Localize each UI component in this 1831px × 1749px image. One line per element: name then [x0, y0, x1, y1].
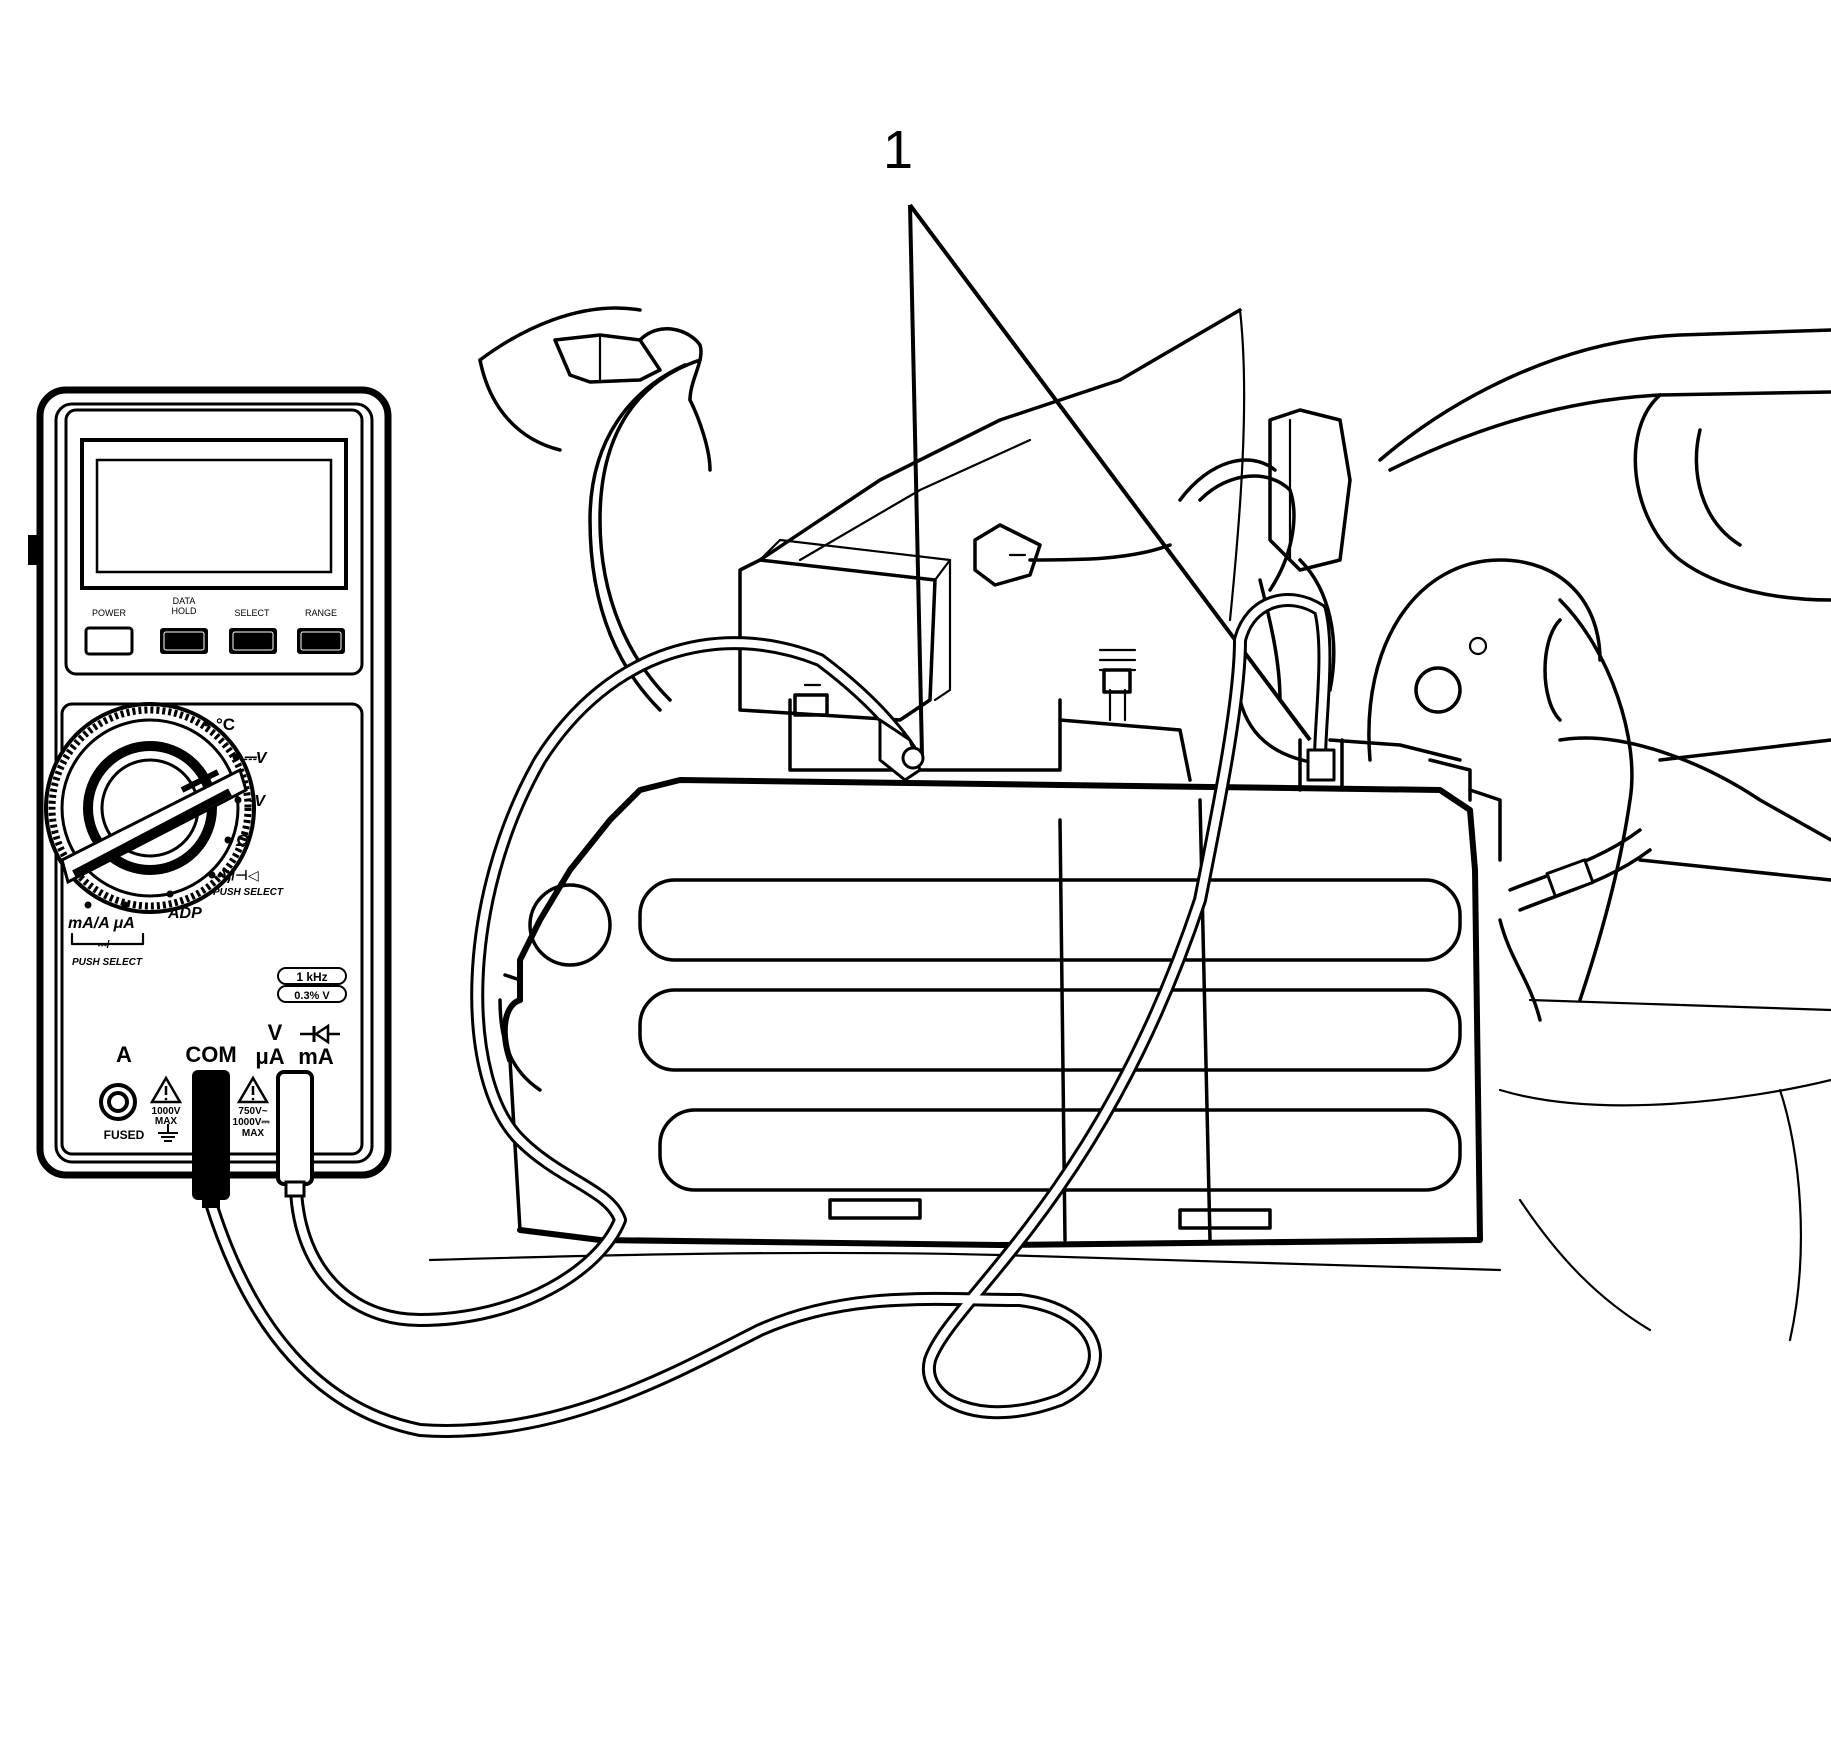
jack-fused-label: FUSED	[104, 1128, 145, 1142]
jack-v-rating-3: MAX	[242, 1128, 265, 1139]
select-button[interactable]	[229, 628, 277, 654]
jack-ma-label: mA	[298, 1044, 334, 1069]
dial-dc-volts: ⎓V	[243, 750, 268, 767]
badge-1khz: 1 kHz	[296, 970, 327, 984]
data-hold-label-2: HOLD	[171, 606, 197, 616]
jack-v-rating-1: 750V~	[238, 1106, 267, 1117]
jack-v-label: V	[268, 1020, 283, 1045]
dial-ma-ua-sub: ⎓/~	[98, 939, 117, 951]
test-leads	[203, 593, 1344, 1438]
ground-icon	[158, 1124, 178, 1142]
range-button[interactable]	[297, 628, 345, 654]
jack-v-rating-2: 1000V⎓	[233, 1117, 270, 1128]
dial-push-select-left: PUSH SELECT	[72, 957, 143, 968]
jack-a-rating-1: 1000V	[152, 1106, 181, 1117]
engine-bay-background	[478, 306, 1831, 1342]
com-plug[interactable]	[192, 1070, 230, 1200]
jack-a-label: A	[116, 1042, 132, 1067]
dial-continuity-diode: •))/⊣◁	[217, 867, 259, 883]
range-label: RANGE	[305, 608, 337, 618]
dial-celsius: °C	[216, 715, 235, 734]
dial-push-select-right: PUSH SELECT	[213, 887, 284, 898]
multimeter: POWER DATA HOLD SELECT RANGE	[28, 386, 392, 1208]
warning-icon-v	[236, 1075, 270, 1104]
dial-ohms: Ω	[235, 831, 249, 850]
v-plug[interactable]	[276, 1070, 314, 1186]
warning-icon-a	[149, 1075, 183, 1104]
callout-leader-left	[908, 204, 924, 756]
rotary-dial[interactable]	[44, 702, 256, 914]
jack-ua-label: μA	[255, 1044, 284, 1069]
jack-a-rating-2: MAX	[155, 1116, 178, 1127]
dial-ac-volts: ~V	[245, 793, 266, 810]
lcd-display	[80, 438, 348, 590]
select-label: SELECT	[234, 608, 270, 618]
callout-number: 1	[883, 120, 913, 180]
diode-icon	[300, 1023, 340, 1045]
power-label: POWER	[92, 608, 127, 618]
jack-com-label: COM	[185, 1042, 236, 1067]
dial-adp: ADP	[167, 905, 202, 922]
dial-ma-ua: mA/A μA	[68, 915, 135, 932]
badge-accuracy: 0.3% V	[294, 990, 330, 1002]
data-hold-button[interactable]	[160, 628, 208, 654]
data-hold-label-1: DATA	[173, 596, 196, 606]
power-button[interactable]	[84, 626, 134, 656]
